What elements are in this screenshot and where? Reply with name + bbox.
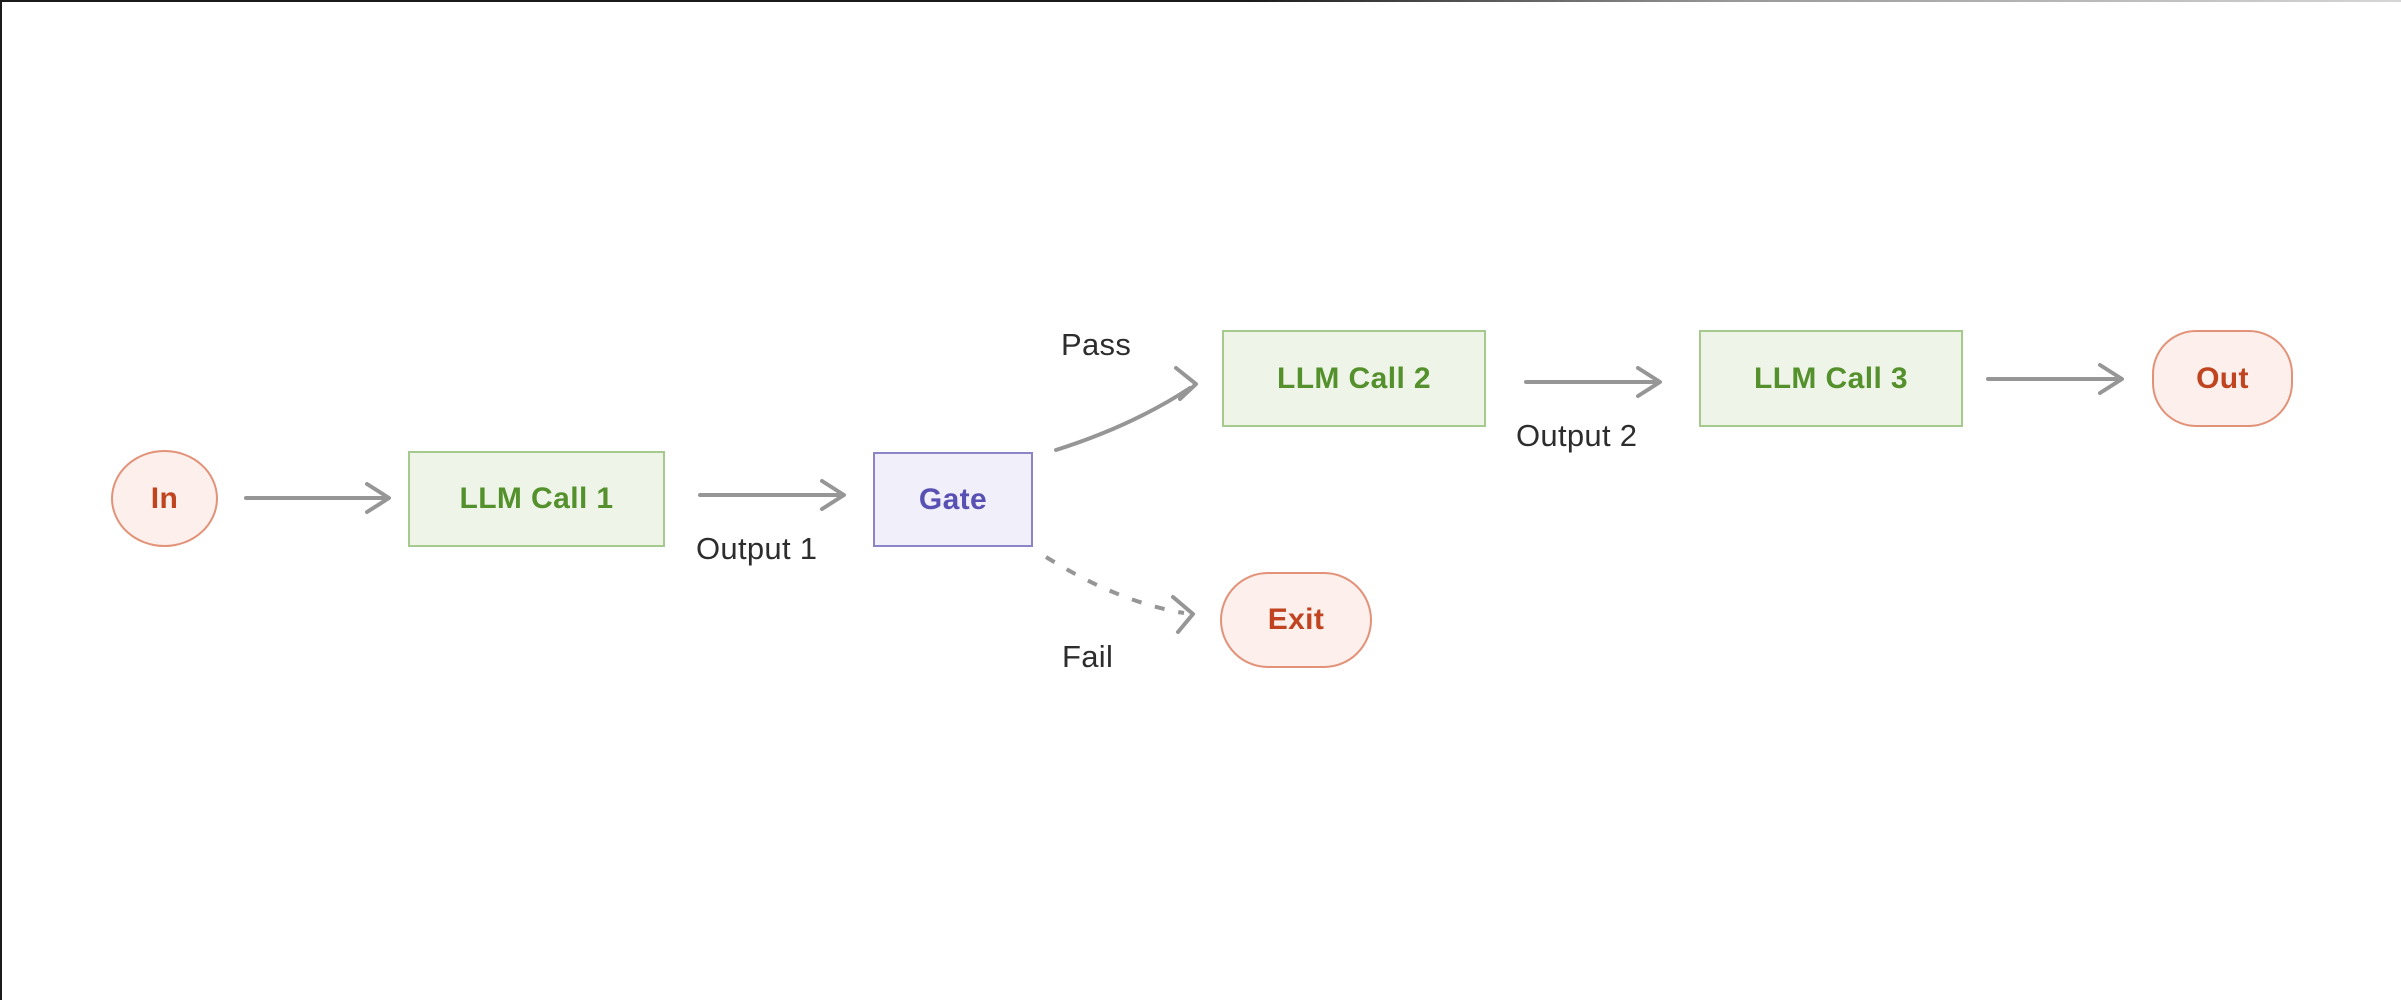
node-llm-call-1-label: LLM Call 1 [459,482,614,515]
edge-label-output-2: Output 2 [1516,418,1638,453]
node-in: In [111,450,218,547]
node-out-label: Out [2196,361,2249,395]
edge-in-to-llm-call-1 [244,482,391,514]
node-llm-call-2: LLM Call 2 [1222,330,1486,427]
edge-llm-call-1-to-gate [698,479,846,511]
edge-label-output-1: Output 1 [696,531,818,566]
edge-llm-call-2-to-llm-call-3 [1524,366,1662,398]
window-frame-top-edge [0,0,2401,2]
node-in-label: In [150,481,179,515]
edge-llm-call-3-to-out [1986,363,2124,395]
node-gate: Gate [873,452,1033,547]
edge-label-fail: Fail [1062,639,1114,674]
edge-gate-to-exit-fail [1044,555,1195,634]
node-llm-call-1: LLM Call 1 [408,451,665,547]
edge-label-pass: Pass [1061,327,1132,362]
window-frame-left-edge [0,0,2,1000]
node-exit: Exit [1220,572,1372,668]
node-llm-call-3-label: LLM Call 3 [1753,361,1908,395]
node-out: Out [2152,330,2293,427]
edge-gate-to-llm-call-2-pass [1054,366,1198,452]
node-llm-call-3: LLM Call 3 [1699,330,1963,427]
node-exit-label: Exit [1267,603,1325,636]
node-gate-label: Gate [918,482,988,516]
node-llm-call-2-label: LLM Call 2 [1276,361,1431,395]
